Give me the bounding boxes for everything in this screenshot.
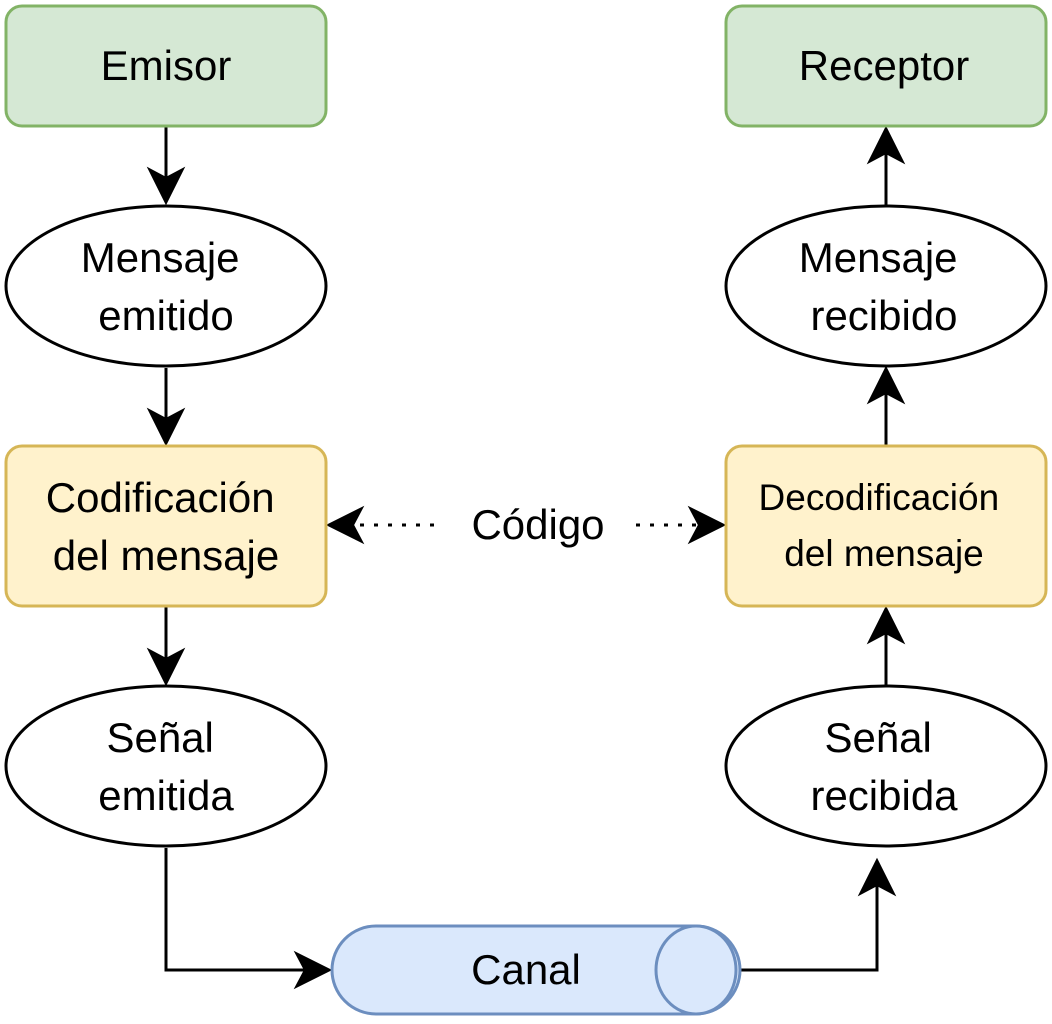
node-senal-emitida: Señal emitida — [4, 684, 328, 848]
mensaje-recibido-label: Mensaje recibido — [799, 234, 969, 339]
senal-recibida-ellipse — [724, 684, 1048, 848]
codigo-edge-label: Código — [471, 501, 604, 548]
emisor-box — [4, 4, 328, 128]
node-decodificacion: Decodificación del mensaje — [724, 444, 1048, 608]
node-receptor: Receptor — [724, 4, 1048, 128]
edge-canal-to-senal-recibida — [740, 872, 879, 972]
node-codificacion: Codificación del mensaje — [4, 444, 328, 608]
receptor-box — [724, 4, 1048, 128]
senal-emitida-label: Señal emitida — [98, 714, 234, 819]
node-canal: Canal — [330, 924, 742, 1016]
canal-cylinder-end — [654, 924, 738, 1016]
node-mensaje-emitido: Mensaje emitido — [4, 204, 328, 368]
node-emisor: Emisor — [4, 4, 328, 128]
arrowhead-right-icon — [687, 505, 727, 545]
connectors — [164, 127, 888, 972]
emisor-label: Emisor — [101, 42, 232, 89]
mensaje-emitido-label: Mensaje emitido — [81, 234, 251, 339]
arrowhead-down-icon — [146, 647, 186, 687]
senal-emitida-ellipse — [4, 684, 328, 848]
mensaje-recibido-ellipse — [724, 204, 1048, 368]
arrowhead-up-icon — [866, 365, 906, 405]
arrowhead-up-icon — [866, 125, 906, 165]
arrowhead-down-icon — [146, 407, 186, 447]
receptor-label: Receptor — [799, 42, 969, 89]
codificacion-label: Codificación del mensaje — [46, 474, 286, 579]
arrowhead-up-icon — [857, 857, 897, 897]
decodificacion-box — [724, 444, 1048, 608]
mensaje-emitido-ellipse — [4, 204, 328, 368]
arrowhead-down-icon — [146, 166, 186, 206]
node-mensaje-recibido: Mensaje recibido — [724, 204, 1048, 368]
arrowhead-right-icon — [293, 950, 333, 990]
codificacion-box — [4, 444, 328, 608]
arrowheads — [146, 125, 906, 990]
arrowhead-up-icon — [866, 605, 906, 645]
senal-recibida-label: Señal recibida — [810, 714, 958, 819]
decodificacion-label: Decodificación del mensaje — [759, 477, 1010, 574]
edge-senal-emitida-to-canal — [164, 848, 318, 972]
arrowhead-left-icon — [325, 505, 365, 545]
canal-label: Canal — [471, 946, 581, 993]
node-senal-recibida: Señal recibida — [724, 684, 1048, 848]
